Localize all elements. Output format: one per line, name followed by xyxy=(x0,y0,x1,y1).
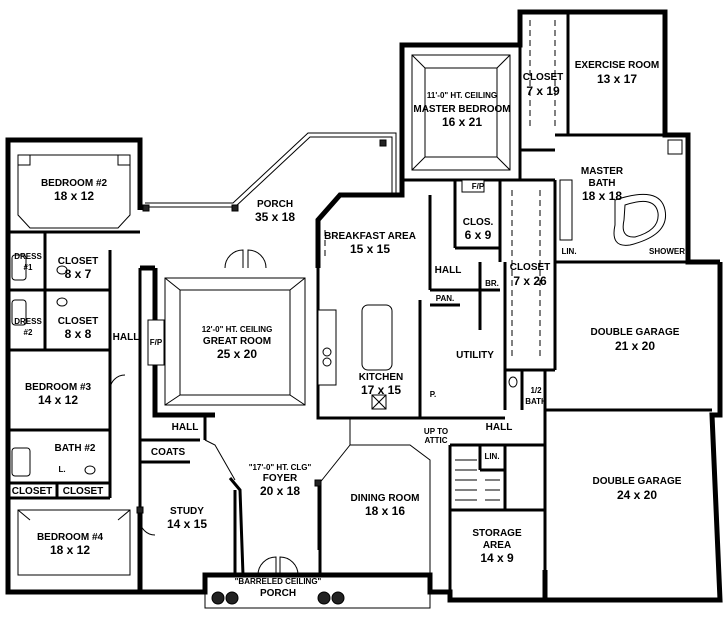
clos-dim: 6 x 9 xyxy=(465,228,492,242)
closet-b-name: CLOSET xyxy=(58,316,99,327)
exercise-name: EXERCISE ROOM xyxy=(575,60,659,71)
study-dim: 14 x 15 xyxy=(167,517,207,531)
master-bath-dim: 18 x 18 xyxy=(582,189,622,203)
closet-a-dim: 8 x 7 xyxy=(65,267,92,281)
storage-dim: 14 x 9 xyxy=(480,551,514,565)
closet-master-name: CLOSET xyxy=(523,72,564,83)
double-garage2-name: DOUBLE GARAGE xyxy=(593,476,682,487)
bedroom4-name: BEDROOM #4 xyxy=(37,532,104,543)
great-room-dim: 25 x 20 xyxy=(217,347,257,361)
pan-label: PAN. xyxy=(436,294,455,303)
closet-a-name: CLOSET xyxy=(58,256,99,267)
rear-porch-railing xyxy=(142,132,397,212)
hall-center-label: HALL xyxy=(172,422,199,433)
half-bath-name2: BATH xyxy=(525,397,547,406)
master-bath-name2: BATH xyxy=(588,178,615,189)
stairs xyxy=(455,459,500,501)
breakfast-dim: 15 x 15 xyxy=(350,242,390,256)
bath2-label: BATH #2 xyxy=(55,443,96,454)
master-bedroom-name: MASTER BEDROOM xyxy=(413,104,510,115)
hall-left-label: HALL xyxy=(113,332,140,343)
up-to-attic-line2: ATTIC xyxy=(425,436,448,445)
great-room-name: GREAT ROOM xyxy=(203,336,271,347)
br-label: BR. xyxy=(485,279,499,288)
foyer-ceiling: "17'-0" HT. CLG" xyxy=(249,463,312,472)
interior-walls xyxy=(8,12,720,600)
bedroom2-name: BEDROOM #2 xyxy=(41,178,108,189)
closet-long-name: CLOSET xyxy=(510,262,551,273)
storage-name: STORAGE xyxy=(472,528,522,539)
dress1-name2: #1 xyxy=(24,263,33,272)
foyer-dim: 20 x 18 xyxy=(260,484,300,498)
breakfast-name: BREAKFAST AREA xyxy=(324,231,416,242)
exercise-dim: 13 x 17 xyxy=(597,72,637,86)
double-garage2-dim: 24 x 20 xyxy=(617,488,657,502)
kitchen-name: KITCHEN xyxy=(359,372,403,383)
hall-right-label: HALL xyxy=(486,422,513,433)
closet-c-label: CLOSET xyxy=(12,486,53,497)
closet-b-dim: 8 x 8 xyxy=(65,327,92,341)
porch-front-name: PORCH xyxy=(260,588,296,599)
storage-name2: AREA xyxy=(483,540,511,551)
clos-name: CLOS. xyxy=(463,217,494,228)
half-bath-name: 1/2 xyxy=(530,386,542,395)
lin-stair-label: LIN. xyxy=(484,452,499,461)
up-to-attic-line1: UP TO xyxy=(424,427,448,436)
great-room-ceiling: 12'-0" HT. CEILING xyxy=(202,325,273,334)
master-bedroom-ceiling: 11'-0" HT. CEILING xyxy=(427,91,497,100)
dress2-name: DRESS xyxy=(14,317,42,326)
porch-front-ceiling: "BARRELED CEILING" xyxy=(235,577,322,586)
dress2-name2: #2 xyxy=(24,328,33,337)
shower-label: SHOWER xyxy=(649,247,685,256)
closet-long-dim: 7 x 26 xyxy=(513,274,547,288)
hall-kitchen-label: HALL xyxy=(435,265,462,276)
bedroom4-dim: 18 x 12 xyxy=(50,543,90,557)
utility-label: UTILITY xyxy=(456,350,494,361)
fixtures xyxy=(11,139,683,609)
study-name: STUDY xyxy=(170,506,204,517)
dining-name: DINING ROOM xyxy=(351,493,420,504)
bedroom3-name: BEDROOM #3 xyxy=(25,382,92,393)
master-bedroom-dim: 16 x 21 xyxy=(442,115,482,129)
bedroom2-dim: 18 x 12 xyxy=(54,189,94,203)
double-garage1-dim: 21 x 20 xyxy=(615,339,655,353)
fp-master-label: F/P xyxy=(472,182,485,191)
coats-label: COATS xyxy=(151,447,186,458)
dress1-name: DRESS xyxy=(14,252,42,261)
kitchen-dim: 17 x 15 xyxy=(361,383,401,397)
closet-d-label: CLOSET xyxy=(63,486,104,497)
fp-great-label: F/P xyxy=(150,338,163,347)
l-bath2-label: L. xyxy=(58,465,65,474)
ceiling-outlines xyxy=(17,20,556,576)
pantry-p-label: P. xyxy=(430,390,437,399)
porch-rear-dim: 35 x 18 xyxy=(255,210,295,224)
master-bath-name: MASTER xyxy=(581,166,624,177)
room-labels: BEDROOM #2 18 x 12 PORCH 35 x 18 11'-0" … xyxy=(12,60,686,599)
bedroom3-dim: 14 x 12 xyxy=(38,393,78,407)
double-garage1-name: DOUBLE GARAGE xyxy=(591,327,680,338)
porch-rear-name: PORCH xyxy=(257,199,293,210)
lin-master-label: LIN. xyxy=(561,247,576,256)
closet-master-dim: 7 x 19 xyxy=(526,84,560,98)
dining-dim: 18 x 16 xyxy=(365,504,405,518)
foyer-name: FOYER xyxy=(263,473,298,484)
